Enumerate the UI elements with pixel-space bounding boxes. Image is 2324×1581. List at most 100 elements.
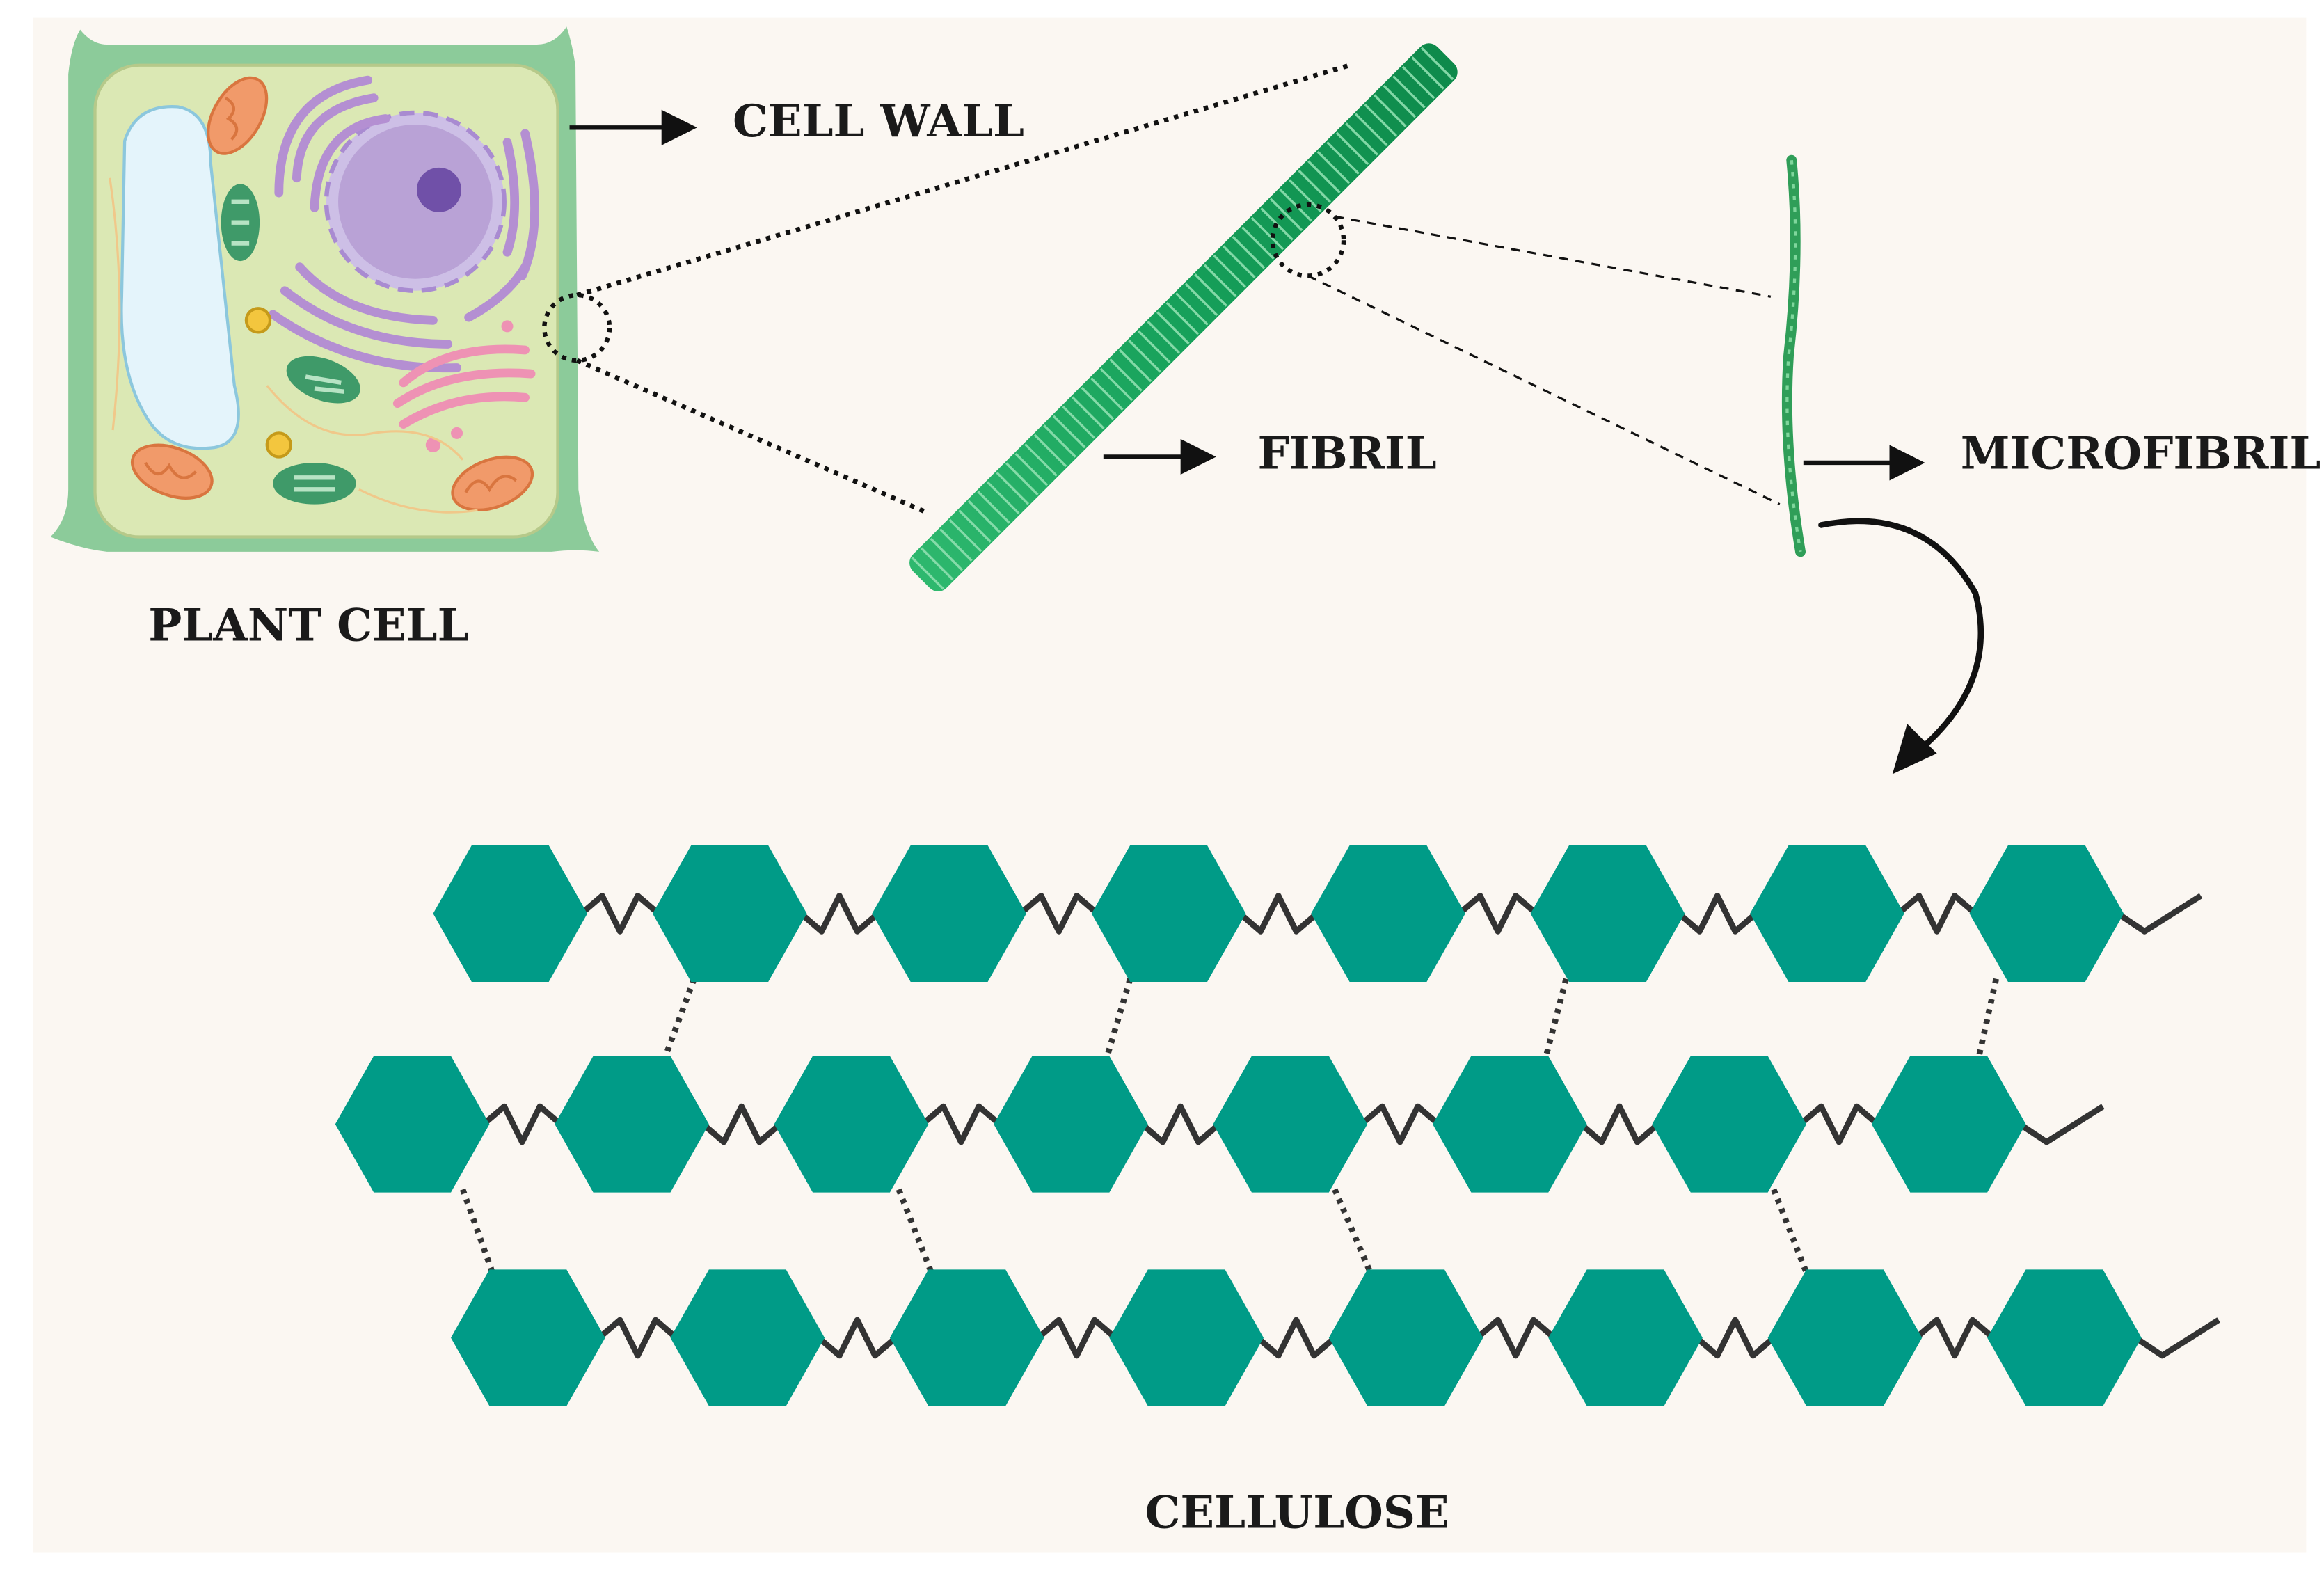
- glucose-unit: [994, 1056, 1148, 1193]
- fibril-rib: [1052, 415, 1086, 449]
- zoom-line-bottom: [575, 358, 930, 516]
- microfibril: [1781, 154, 1806, 557]
- cellulose-chain: [433, 845, 2203, 982]
- glycosidic-bond: [1896, 893, 1977, 935]
- glucose-unit: [433, 845, 588, 982]
- fibril-rib: [1401, 65, 1435, 100]
- fibril-rib: [1345, 122, 1378, 156]
- fibril-rib: [1081, 386, 1115, 420]
- fibril-rib: [1203, 264, 1237, 298]
- glycosidic-bond: [799, 893, 880, 935]
- fibril-rib: [1232, 235, 1266, 269]
- glucose-unit: [889, 1269, 1044, 1406]
- golgi-vesicle: [451, 427, 463, 439]
- fibril-rib: [1071, 396, 1105, 430]
- fibril-rib: [1156, 311, 1190, 344]
- fibril-rib: [1175, 292, 1209, 326]
- glycosidic-bond: [1579, 1103, 1660, 1145]
- fibril-rib: [1014, 452, 1049, 486]
- mitochondrion: [451, 455, 534, 511]
- fibril-rib: [1307, 160, 1341, 193]
- glucose-unit: [335, 1056, 490, 1193]
- golgi-vesicle: [501, 320, 514, 333]
- glucose-unit: [1311, 845, 1465, 982]
- cell-wall-zoom-circle: [542, 292, 612, 363]
- chloroplast: [286, 356, 360, 404]
- glycosidic-bond: [1676, 893, 1758, 935]
- hydrogen-bond: [1103, 978, 1133, 1060]
- fibril-rib: [1364, 103, 1398, 137]
- fibril-rib: [948, 518, 982, 553]
- hydrogen-bond: [1975, 978, 2000, 1060]
- fibril-rib: [977, 491, 1010, 524]
- microfibril-label: MICROFIBRIL: [1961, 428, 2321, 480]
- glycosidic-bond: [2116, 893, 2203, 935]
- fibril-rib: [1411, 56, 1444, 90]
- fibril-rib: [939, 528, 973, 562]
- glycosidic-bond: [1255, 1317, 1337, 1359]
- fibril-rib: [1109, 358, 1143, 392]
- glycosidic-bond: [1238, 893, 1319, 935]
- fibril-rib: [1194, 273, 1227, 307]
- glucose-unit: [1652, 1056, 1807, 1193]
- fibril-rib: [1213, 254, 1247, 288]
- glycosidic-bond: [1018, 893, 1100, 935]
- vacuole: [120, 105, 240, 450]
- fibril-rib: [1137, 330, 1171, 364]
- glycosidic-bond: [1475, 1317, 1557, 1359]
- fibril-rib: [1354, 113, 1388, 147]
- glycosidic-bond: [481, 1103, 563, 1145]
- fibril-zoom-line-bottom: [1307, 274, 1781, 506]
- fibril-rib: [1241, 226, 1275, 260]
- arrowhead-icon: [1892, 724, 1937, 774]
- fibril-rib: [930, 537, 964, 571]
- fibril-rib: [1373, 94, 1407, 128]
- fibril-rib: [967, 500, 1001, 534]
- fibril-rib: [1184, 283, 1218, 317]
- fibril-rib: [920, 547, 954, 581]
- fibril-rib: [1316, 150, 1351, 184]
- fibril-rib: [1335, 132, 1369, 166]
- fibril-rib: [1269, 198, 1303, 232]
- glycosidic-bond: [1140, 1103, 1221, 1145]
- fibril-rib: [1147, 320, 1181, 354]
- chloroplast: [221, 184, 260, 262]
- glycosidic-bond: [1457, 893, 1538, 935]
- glucose-unit: [1091, 845, 1246, 982]
- cellulose-chain: [451, 1269, 2220, 1406]
- fibril-rib: [996, 471, 1030, 505]
- fibril-rib: [1279, 189, 1312, 222]
- cytoskeleton: [109, 177, 478, 514]
- fibril-rib: [1383, 84, 1417, 118]
- glucose-unit: [1969, 845, 2124, 982]
- golgi-apparatus: [392, 344, 536, 429]
- hydrogen-bond: [1771, 1188, 1810, 1274]
- glucose-unit: [670, 1269, 825, 1406]
- fibril-rib: [1222, 245, 1256, 279]
- fibril-rib: [1165, 301, 1200, 335]
- glucose-unit: [1548, 1269, 1703, 1406]
- glucose-unit: [1328, 1269, 1483, 1406]
- fibril-rib: [1005, 462, 1039, 496]
- hydrogen-bond: [1332, 1188, 1374, 1274]
- fibril-rib: [1288, 179, 1322, 213]
- hydrogen-bond: [460, 1188, 495, 1274]
- glycosidic-bond: [1798, 1103, 1880, 1145]
- glycosidic-bond: [2018, 1104, 2105, 1145]
- fibril-rib: [1099, 367, 1133, 402]
- glucose-unit: [1767, 1269, 1923, 1406]
- glucose-unit: [1432, 1056, 1587, 1193]
- glycosidic-bond: [579, 893, 661, 935]
- nucleus: [338, 125, 493, 279]
- fibril-rib: [911, 557, 944, 590]
- fibril-rib: [986, 481, 1020, 515]
- glycosidic-bond: [2133, 1317, 2220, 1359]
- glycosidic-bond: [1036, 1317, 1117, 1359]
- fibril-zoom-line-top: [1335, 215, 1772, 298]
- chloroplast: [273, 462, 356, 505]
- fibril-rib: [1090, 377, 1124, 411]
- glycosidic-bond: [816, 1317, 898, 1359]
- glycosidic-bond: [1694, 1317, 1776, 1359]
- microfibril-to-cellulose-arrow: [1818, 518, 1984, 754]
